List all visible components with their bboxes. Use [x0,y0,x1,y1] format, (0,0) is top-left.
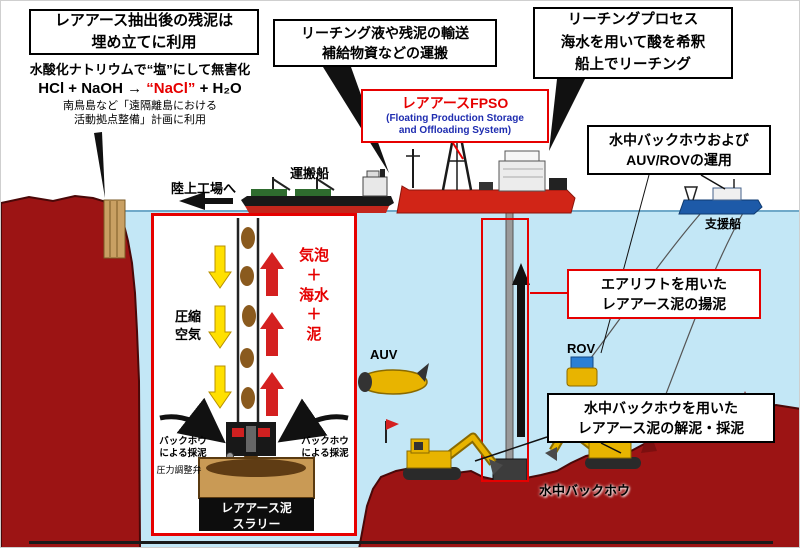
carrier-ship-label: 運搬船 [290,166,330,181]
transport-pointer [323,67,389,173]
fpso-title: レアアースFPSO [401,95,509,112]
intake-arrows [159,397,349,444]
rov [566,356,598,387]
leaching-line: 海水を用いて酸を希釈 [560,34,706,51]
backhoe-sampling-line: による採泥 [301,447,349,459]
slurry-line: スラリー [232,517,281,532]
mix-line: 海水 [298,286,329,304]
neutralize-notes: 南鳥島など「遠隔離島における 活動拠点整備」計画に利用 [7,99,273,128]
residue-line: 埋め立てに利用 [91,34,197,51]
backhoe-pointer-2 [600,442,622,454]
airlift-detail-inset: 圧縮 空気 気泡 ＋ 海水 ＋ 泥 バックホウ による採泥 バックホウ による採… [151,213,357,536]
fpso-subtitle-line: and Offloading System) [398,124,512,136]
backhoe-sampling-line: による採泥 [159,447,207,459]
neutralize-callout: 水酸化ナトリウムで“塩”にして無害化 HCl + NaOH → “NaCl” +… [7,59,273,128]
backhoe-use-callout: 水中バックホウを用いた レアアース泥の解泥・採泥 [547,393,775,443]
underwater-backhoe-1 [403,432,503,480]
neutralize-title: 水酸化ナトリウムで“塩”にして無害化 [29,62,251,77]
transport-line: リーチング液や残泥の輸送 [301,24,469,41]
airlift-line: エアリフトを用いた [601,275,727,292]
equipment-pointer-2 [600,174,650,354]
formula-pre: HCl + NaOH → [38,80,147,97]
mix-label: 気泡 ＋ 海水 ＋ 泥 [286,246,342,345]
leaching-pointer [549,79,585,151]
equipment-line: 水中バックホウおよび [609,131,749,148]
mix-line: ＋ [306,306,322,324]
support-ship-label: 支援船 [705,217,742,231]
leaching-line: 船上でリーチング [575,57,691,74]
airlift-line: レアアース泥の揚泥 [601,296,727,312]
formula-salt: “NaCl” [146,80,196,97]
equipment-pointer-1 [700,174,726,190]
support-ship [678,179,763,215]
land [1,194,141,547]
airlift-detail-graphics [159,218,349,531]
airlift-callout: エアリフトを用いた レアアース泥の揚泥 [567,269,761,319]
fpso-callout: レアアースFPSO (Floating Production Storage a… [361,89,549,143]
backhoe-sampling-line: バックホウ [159,436,207,447]
auv [358,363,429,395]
bottom-rule [29,541,773,544]
compressed-air-label: 圧縮 空気 [164,308,212,344]
neutralize-note-line: 南鳥島など「遠隔離島における [63,100,217,112]
pressure-valve-label: 圧力調整弁 [156,465,202,475]
slurry-container [198,456,315,531]
to-plant-label: 陸上工場へ [171,181,237,196]
mix-line: ＋ [306,266,322,284]
backhoe-sampling-right-label: バックホウ による採泥 [296,436,354,460]
airlift-pipe [236,218,260,422]
underwater-backhoe-label: 水中バックホウ [539,483,631,498]
backhoe-use-line: レアアース泥の解泥・採泥 [577,420,745,436]
compressed-air-line: 空気 [174,327,201,343]
slurry-line: レアアース泥 [221,501,292,515]
residue-line: レアアース抽出後の残泥は [54,12,234,30]
compressed-air-line: 圧縮 [174,309,201,324]
mix-up-arrows [260,252,284,416]
rov-label: ROV [567,341,596,356]
backhoe-use-line: 水中バックホウを用いた [584,399,738,416]
leaching-callout: リーチングプロセス 海水を用いて酸を希釈 船上でリーチング [533,7,733,79]
carrier-ship [241,169,394,213]
equipment-callout: 水中バックホウおよび AUV/ROVの運用 [587,125,771,175]
compressed-air-arrows [208,245,232,409]
backhoe-sampling-line: バックホウ [301,436,349,447]
residue-callout: レアアース抽出後の残泥は 埋め立てに利用 [29,9,259,55]
auv-label: AUV [370,347,398,362]
fpso-ship [396,116,576,214]
leaching-line: リーチングプロセス [567,12,699,29]
slurry-label: レアアース泥 スラリー [199,500,314,532]
neutralize-pointer [94,132,105,198]
mix-line: 泥 [306,326,322,344]
mix-line: 気泡 [298,247,329,264]
transport-callout: リーチング液や残泥の輸送 補給物資などの運搬 [273,19,497,67]
zoom-region-outline [481,218,529,482]
fpso-pointer [452,142,464,160]
formula-post: + H₂O [195,80,242,97]
marker-buoy [385,419,399,443]
uplift-arrow [512,263,530,437]
backhoe-sampling-left-label: バックホウ による採泥 [154,436,212,460]
neutralize-note-line: 活動拠点整備」計画に利用 [74,114,206,127]
transport-line: 補給物資などの運搬 [322,45,448,61]
equipment-line: AUV/ROVの運用 [626,152,732,168]
to-plant-arrow [179,192,233,210]
fpso-subtitle-line: (Floating Production Storage [386,112,524,124]
backhoe-pointer-1 [474,436,548,462]
neutralize-formula: HCl + NaOH → “NaCl” + H₂O [7,80,273,97]
